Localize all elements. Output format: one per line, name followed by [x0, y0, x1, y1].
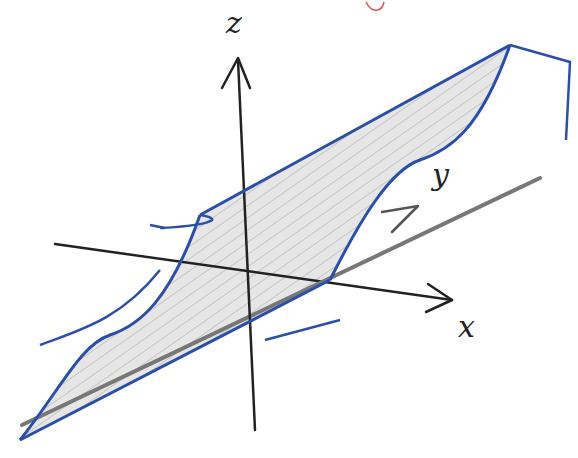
axis-label: y	[432, 160, 449, 190]
axis-label: x	[458, 312, 475, 342]
axis-label: z	[226, 8, 242, 38]
